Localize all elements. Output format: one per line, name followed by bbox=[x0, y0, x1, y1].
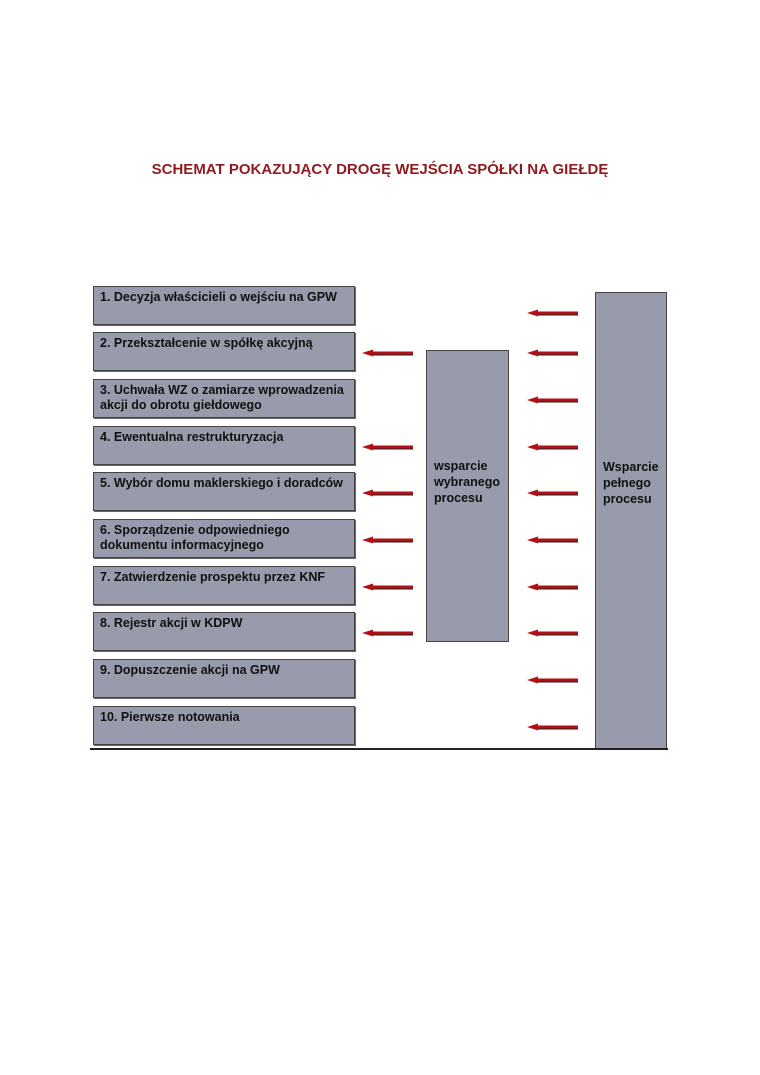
left-arrow-icon bbox=[527, 349, 578, 357]
selected-support-line: wsparcie bbox=[434, 459, 488, 473]
left-arrow-icon bbox=[527, 309, 578, 317]
full-support-line: pełnego bbox=[603, 476, 651, 490]
selected-support-line: procesu bbox=[434, 491, 483, 505]
step-box: 10. Pierwsze notowania bbox=[93, 706, 355, 745]
left-arrow-icon bbox=[362, 349, 413, 357]
step-box: 7. Zatwierdzenie prospektu przez KNF bbox=[93, 566, 355, 605]
selected-support-line: wybranego bbox=[434, 475, 500, 489]
left-arrow-icon bbox=[362, 536, 413, 544]
step-box: 6. Sporządzenie odpowiedniego dokumentu … bbox=[93, 519, 355, 558]
left-arrow-icon bbox=[527, 676, 578, 684]
left-arrow-icon bbox=[527, 583, 578, 591]
left-arrow-icon bbox=[362, 629, 413, 637]
step-box: 4. Ewentualna restrukturyzacja bbox=[93, 426, 355, 465]
step-box: 3. Uchwała WZ o zamiarze wprowadzenia ak… bbox=[93, 379, 355, 418]
step-box: 2. Przekształcenie w spółkę akcyjną bbox=[93, 332, 355, 371]
step-box: 5. Wybór domu maklerskiego i doradców bbox=[93, 472, 355, 511]
full-support-line: procesu bbox=[603, 492, 652, 506]
step-box: 8. Rejestr akcji w KDPW bbox=[93, 612, 355, 651]
left-arrow-icon bbox=[527, 396, 578, 404]
step-box: 9. Dopuszczenie akcji na GPW bbox=[93, 659, 355, 698]
baseline bbox=[90, 748, 668, 750]
left-arrow-icon bbox=[362, 489, 413, 497]
left-arrow-icon bbox=[527, 536, 578, 544]
left-arrow-icon bbox=[527, 443, 578, 451]
left-arrow-icon bbox=[527, 723, 578, 731]
left-arrow-icon bbox=[362, 443, 413, 451]
step-box: 1. Decyzja właścicieli o wejściu na GPW bbox=[93, 286, 355, 325]
left-arrow-icon bbox=[527, 489, 578, 497]
left-arrow-icon bbox=[527, 629, 578, 637]
full-support-line: Wsparcie bbox=[603, 460, 659, 474]
full-support-box: Wsparcie pełnego procesu bbox=[595, 292, 667, 749]
selected-support-box: wsparcie wybranego procesu bbox=[426, 350, 509, 642]
left-arrow-icon bbox=[362, 583, 413, 591]
diagram-title: SCHEMAT POKAZUJĄCY DROGĘ WEJŚCIA SPÓŁKI … bbox=[151, 161, 609, 178]
